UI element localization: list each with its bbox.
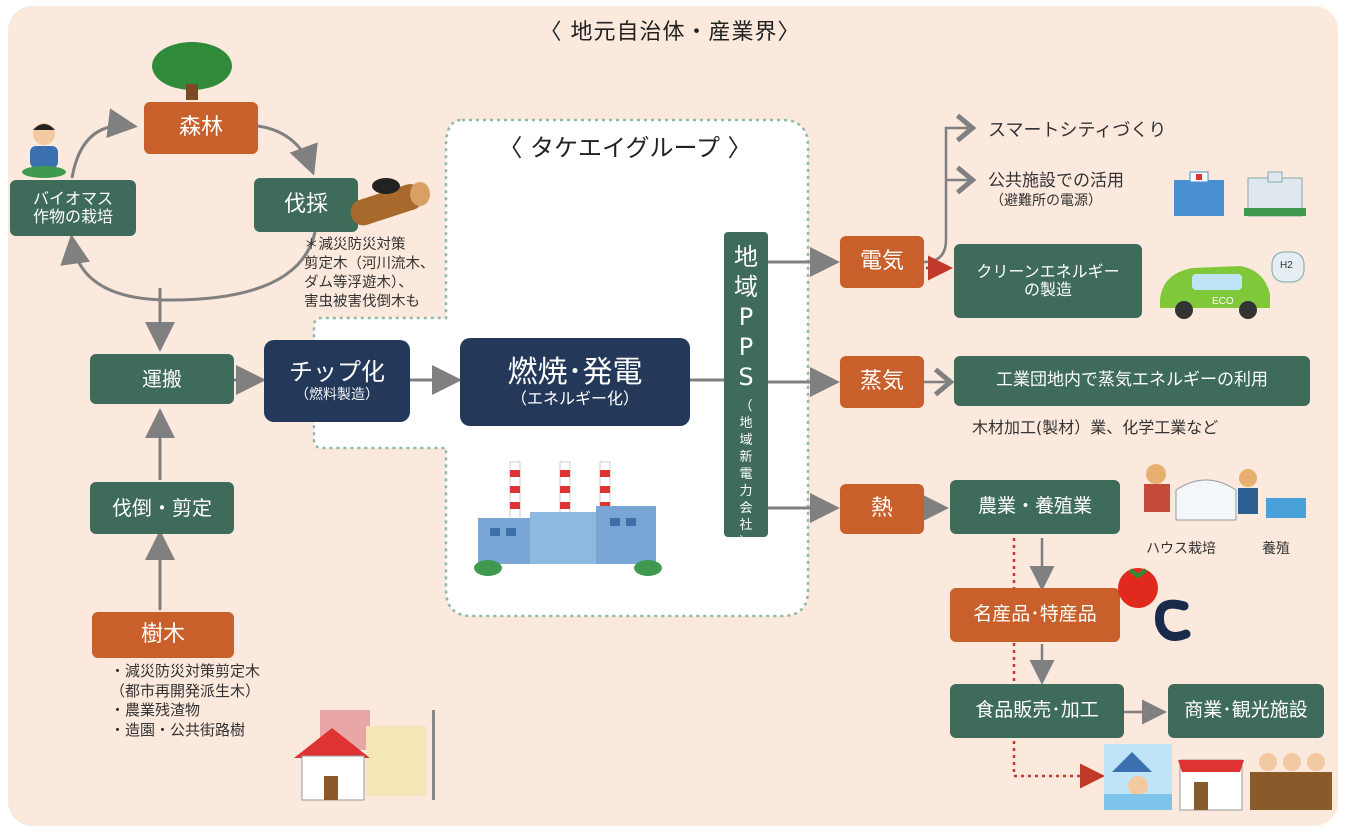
pps-sub-char: 会 bbox=[739, 501, 753, 516]
agriculture-label: 農業・養殖業 bbox=[977, 495, 1092, 518]
cycle-arrow-to-forest bbox=[70, 108, 138, 179]
chimney-icon bbox=[509, 461, 611, 523]
chip-box: チップ化 （燃料製造） bbox=[264, 340, 410, 422]
commerce-label: 商業･観光施設 bbox=[1184, 699, 1308, 722]
log-beetle-icon bbox=[350, 178, 430, 226]
pps-sub-char: 域 bbox=[739, 433, 753, 448]
burn-label: 燃焼･発電 bbox=[507, 354, 643, 390]
pps-main: 地 域 P P S bbox=[734, 242, 758, 392]
industrial-box: 工業団地内で蒸気エネルギーの利用 bbox=[954, 356, 1310, 406]
group-title: 〈 タケエイグループ 〉 bbox=[498, 134, 752, 162]
pps-sub-char: 社 bbox=[739, 518, 753, 533]
heat-label: 熱 bbox=[870, 496, 893, 522]
greenhouse-label: ハウス栽培 bbox=[1146, 541, 1216, 557]
houses-icon bbox=[294, 710, 435, 801]
specialty-box: 名産品･特産品 bbox=[950, 588, 1120, 642]
electricity-label: 電気 bbox=[859, 249, 904, 275]
clean-energy-box: クリーンエネルギー の製造 bbox=[954, 244, 1142, 318]
logging-note-line: 害虫被害伐倒木も bbox=[304, 293, 420, 310]
biomass-line1: バイオマス bbox=[32, 188, 113, 208]
chip-label: チップ化 bbox=[289, 358, 385, 387]
forest-label: 森林 bbox=[178, 115, 223, 141]
pps-sub-char: 新 bbox=[739, 450, 753, 465]
agriculture-box: 農業・養殖業 bbox=[950, 480, 1120, 534]
burn-box: 燃焼･発電 （エネルギー化） bbox=[460, 338, 690, 426]
logging-label: 伐採 bbox=[283, 192, 328, 218]
pps-sub-char: （ bbox=[739, 399, 753, 414]
industrial-note: 木材加工(製材）業、化学工業など bbox=[972, 418, 1219, 437]
food-label: 食品販売･加工 bbox=[975, 699, 1099, 722]
dotted-arrow-to-leisure bbox=[1012, 538, 1105, 789]
trees-note: ・減災防災対策剪定木 （都市再開発派生木） ・農業残渣物 ・造園・公共街路樹 bbox=[110, 662, 260, 740]
public-facility-sub: （避難所の電源） bbox=[990, 193, 1102, 209]
trees-note-line: （都市再開発派生木） bbox=[110, 681, 261, 700]
tomato-eel-icon bbox=[1118, 568, 1191, 641]
farmer-icon bbox=[22, 123, 66, 178]
pps-sub-char: 力 bbox=[739, 484, 753, 499]
chip-sub-label: （燃料製造） bbox=[295, 386, 379, 403]
electricity-box: 電気 bbox=[840, 236, 924, 288]
felling-label: 伐倒・剪定 bbox=[112, 495, 212, 520]
logging-note-line: ダム等浮遊木）、 bbox=[304, 274, 413, 291]
clean-energy-line2: の製造 bbox=[1023, 280, 1072, 299]
pps-char: P bbox=[738, 333, 754, 361]
regional-pps-box: 地 域 P P S （ 地 域 新 電 力 会 社 ） bbox=[724, 232, 768, 550]
leisure-shop-illustration bbox=[1104, 744, 1332, 811]
logging-note: ＊減災防災対策 剪定木（河川流木、 ダム等浮遊木）、 害虫被害伐倒木も bbox=[304, 236, 435, 311]
pps-char: S bbox=[738, 363, 754, 391]
farming-aquaculture-illustration bbox=[1144, 464, 1306, 521]
cycle-arrow-to-biomass bbox=[60, 231, 317, 302]
pps-char: P bbox=[738, 303, 754, 331]
smart-city-label: スマートシティづくり bbox=[988, 120, 1167, 141]
pps-sub-char: 電 bbox=[739, 467, 753, 482]
pps-char: 域 bbox=[734, 273, 758, 301]
outer-title: 〈 地元自治体・産業界〉 bbox=[539, 20, 801, 45]
forest-box: 森林 bbox=[144, 102, 258, 154]
heat-box: 熱 bbox=[840, 484, 924, 534]
trees-label: 樹木 bbox=[140, 622, 185, 648]
steam-label: 蒸気 bbox=[859, 369, 904, 395]
trees-note-line: ・造園・公共街路樹 bbox=[110, 720, 246, 739]
logging-note-line: ＊減災防災対策 bbox=[304, 237, 406, 253]
trees-box: 樹木 bbox=[92, 612, 234, 658]
felling-box: 伐倒・剪定 bbox=[90, 482, 234, 534]
arrow-to-smart-city bbox=[923, 113, 977, 264]
power-plant-illustration bbox=[474, 461, 662, 576]
aquaculture-label: 養殖 bbox=[1262, 541, 1290, 557]
h2-label: H2 bbox=[1280, 260, 1293, 271]
biomass-line2: 作物の栽培 bbox=[32, 207, 113, 226]
pps-sub-char: ） bbox=[739, 535, 753, 550]
pps-sub: （ 地 域 新 電 力 会 社 ） bbox=[739, 398, 752, 551]
public-building-icon bbox=[1174, 171, 1306, 217]
food-box: 食品販売･加工 bbox=[950, 684, 1124, 738]
logging-box: 伐採 bbox=[254, 178, 358, 232]
transport-box: 運搬 bbox=[90, 354, 234, 404]
pps-sub-char: 地 bbox=[739, 416, 753, 431]
tree-icon bbox=[152, 42, 232, 100]
transport-label: 運搬 bbox=[142, 366, 182, 391]
commerce-box: 商業･観光施設 bbox=[1168, 684, 1324, 738]
cycle-arrow-to-logging bbox=[257, 124, 318, 176]
clean-energy-line1: クリーンエネルギー bbox=[976, 261, 1120, 281]
eco-label: ECO bbox=[1212, 296, 1234, 307]
biomass-box: バイオマス 作物の栽培 bbox=[10, 180, 136, 236]
steam-box: 蒸気 bbox=[840, 356, 924, 408]
trees-note-line: ・減災防災対策剪定木 bbox=[110, 662, 261, 680]
trees-note-line: ・農業残渣物 bbox=[110, 701, 201, 719]
eco-car-icon: ECO H2 bbox=[1160, 251, 1305, 319]
public-facility-label: 公共施設での活用 bbox=[988, 171, 1124, 191]
logging-note-line: 剪定木（河川流木、 bbox=[304, 255, 435, 272]
pps-char: 地 bbox=[734, 243, 758, 271]
burn-sub-label: （エネルギー化） bbox=[510, 389, 639, 409]
industrial-label: 工業団地内で蒸気エネルギーの利用 bbox=[996, 370, 1268, 391]
specialty-label: 名産品･特産品 bbox=[973, 603, 1097, 626]
